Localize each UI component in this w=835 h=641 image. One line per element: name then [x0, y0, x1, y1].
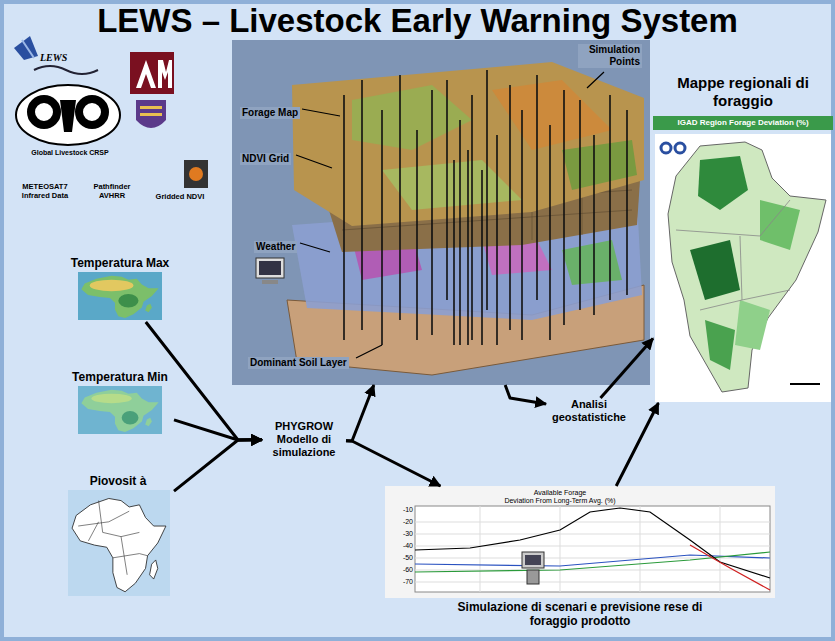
map-panel: Temperatura Min — [66, 370, 174, 436]
label-anchor: -50 — [389, 553, 413, 562]
process-label: PHYGROWModello di simulazione — [262, 420, 346, 459]
temperature-max-map — [78, 272, 162, 320]
label-anchor: Gridded NDVI — [150, 192, 210, 201]
layer-label: Simulation Points — [578, 44, 642, 68]
flow-arrow — [346, 441, 440, 486]
node-text: PHYGROW — [262, 420, 346, 433]
axis-tick: -30 — [389, 529, 413, 538]
title-wrap: LEWS – Livestock Early Warning System — [0, 2, 835, 40]
label-anchor: -10 — [389, 505, 413, 514]
label-anchor: Weather — [254, 236, 297, 254]
axis-tick: -50 — [389, 553, 413, 562]
flow-arrow — [174, 420, 262, 440]
label-anchor: -70 — [389, 577, 413, 586]
layer-label: NDVI Grid — [240, 153, 291, 165]
label-anchor: -40 — [389, 541, 413, 550]
axis-tick: -20 — [389, 517, 413, 526]
map-panel: Temperatura Max — [66, 256, 174, 322]
flow-arrow — [346, 385, 374, 441]
node-text: Temperatura Min — [66, 370, 174, 385]
node-text: Temperatura Max — [66, 256, 174, 271]
label-anchor: Pathfinder AVHRR — [84, 182, 140, 200]
label-anchor: Deviation From Long-Term Avg. (%) — [480, 497, 640, 505]
model-panel: Simulation PointsForage MapNDVI GridWeat… — [232, 40, 650, 385]
label-anchor: Global Livestock CRSP — [18, 148, 122, 157]
label-anchor: METEOSAT7 Infrared Data — [14, 182, 76, 200]
flow-arrow — [601, 339, 654, 399]
label-anchor: -60 — [389, 565, 413, 574]
label-anchor: Available Forage — [480, 489, 640, 497]
university-logos — [130, 52, 208, 188]
label-anchor: Dominant Soil Layer — [248, 352, 349, 370]
layer-label: Forage Map — [240, 107, 300, 119]
label-anchor: NDVI Grid — [240, 148, 291, 166]
node-text: Analisi geostatistiche — [546, 398, 632, 424]
analysis-label: Analisi geostatistiche — [546, 398, 632, 424]
axis-tick: -60 — [389, 565, 413, 574]
node-text: Mappe regionali di foraggio — [653, 70, 833, 110]
logo-caption: METEOSAT7 Infrared Data — [14, 182, 76, 200]
layer-label: Dominant Soil Layer — [248, 357, 349, 369]
layer-label: Weather — [254, 241, 297, 253]
flow-arrow — [505, 385, 546, 404]
diagram-title: LEWS – Livestock Early Warning System — [97, 2, 738, 40]
axis-tick: -70 — [389, 577, 413, 586]
regional-map-panel: Mappe regionali di foraggioIGAD Region F… — [653, 70, 833, 403]
node-text: Modello di simulazione — [262, 433, 346, 459]
logo-caption: Pathfinder AVHRR — [84, 182, 140, 200]
forage-chart — [385, 486, 775, 598]
rainfall-map — [68, 490, 170, 596]
label-anchor: Forage Map — [240, 102, 300, 120]
label-anchor: LEWS — [40, 52, 67, 64]
axis-tick: -10 — [389, 505, 413, 514]
temperature-min-map — [78, 386, 162, 434]
regional-forage-map — [655, 134, 831, 402]
node-text: Piovosit à — [62, 474, 174, 489]
label-anchor: -30 — [389, 529, 413, 538]
logo-caption: Global Livestock CRSP — [18, 148, 122, 157]
label-anchor: -20 — [389, 517, 413, 526]
satellite-icon — [14, 36, 38, 60]
flow-arrow — [174, 440, 262, 491]
chart-panel: Simulazione di scenari e previsione rese… — [385, 486, 775, 628]
node-text: IGAD Region Forage Deviation (%) — [653, 116, 833, 130]
logo-caption: LEWS — [40, 52, 67, 64]
chart-title: Deviation From Long-Term Avg. (%) — [480, 497, 640, 505]
lews-logo — [16, 66, 120, 145]
map-panel: Piovosit à — [62, 474, 174, 598]
node-text: Simulazione di scenari e previsione rese… — [445, 600, 715, 628]
logo-caption: Gridded NDVI — [150, 192, 210, 201]
chart-title: Available Forage — [480, 489, 640, 497]
axis-tick: -40 — [389, 541, 413, 550]
model-illustration — [232, 40, 650, 385]
label-anchor: Simulation Points — [578, 44, 642, 69]
